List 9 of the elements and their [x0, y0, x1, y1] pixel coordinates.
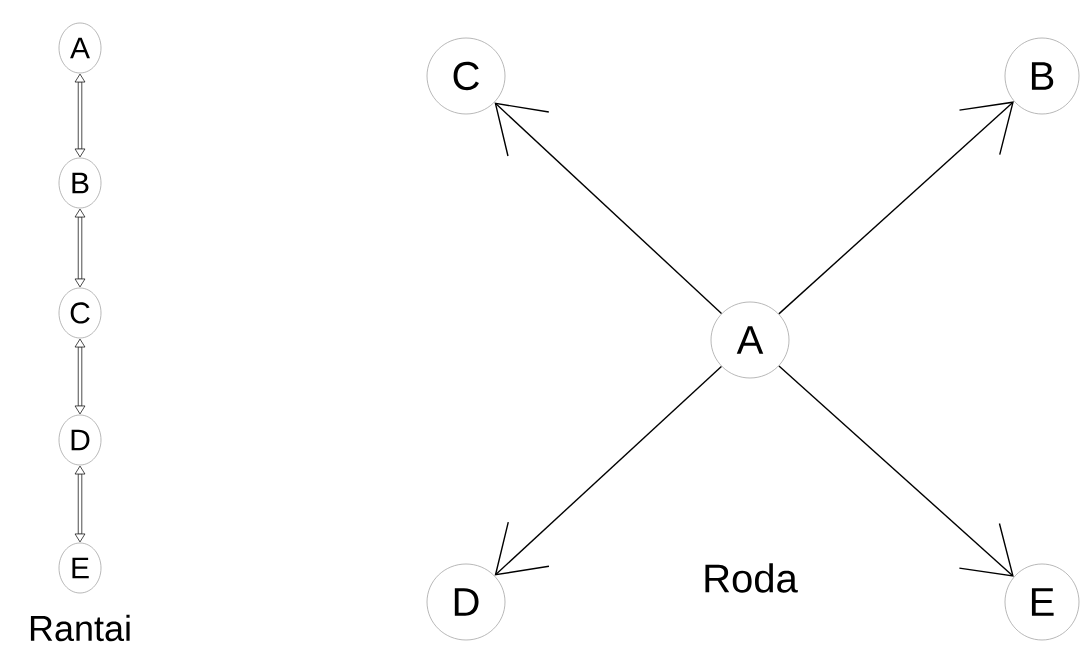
- arrow: [494, 365, 723, 576]
- arrow: [494, 102, 723, 315]
- arrow: [74, 465, 86, 543]
- diagram-label: Roda: [705, 563, 798, 593]
- arrow: [74, 73, 86, 158]
- arrow: [74, 208, 86, 288]
- arrow: [778, 365, 1014, 577]
- arrow: [778, 101, 1014, 315]
- arrow: [74, 338, 86, 415]
